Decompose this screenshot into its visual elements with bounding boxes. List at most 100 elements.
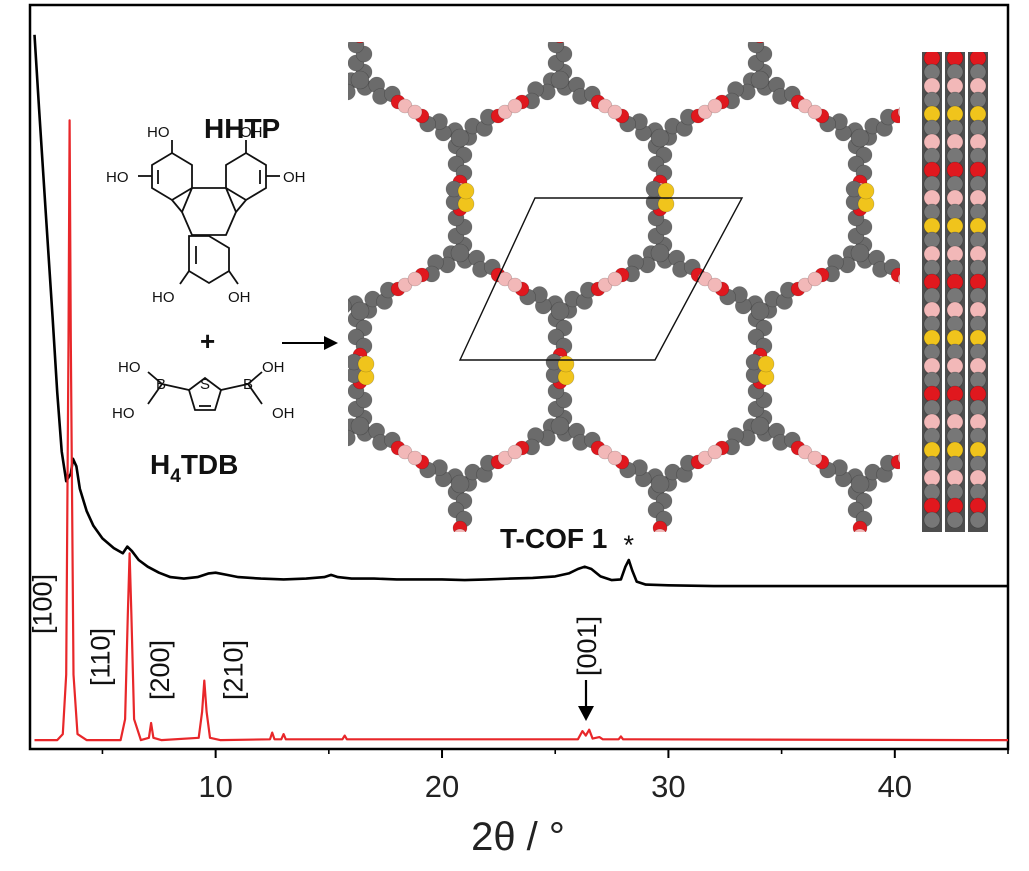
stack-atom-sphere: [923, 287, 941, 305]
h4tdb-oh-top-right: OH: [262, 359, 285, 376]
stack-atom-sphere: [969, 217, 987, 235]
atom-sphere: [315, 95, 329, 109]
atom-sphere: [507, 444, 523, 460]
stack-atom-sphere: [946, 119, 964, 137]
atom-sphere: [308, 445, 322, 459]
stack-atom-sphere: [969, 259, 987, 277]
atom-sphere: [446, 540, 462, 556]
atom-sphere: [407, 271, 423, 287]
atom-sphere: [324, 93, 340, 109]
h4tdb-ho-top-left: HO: [118, 359, 141, 376]
stack-atom-sphere: [969, 77, 987, 95]
stack-atom-sphere: [923, 497, 941, 515]
stack-atom-sphere: [923, 63, 941, 81]
stack-atom-sphere: [946, 189, 964, 207]
atom-sphere: [757, 355, 775, 373]
stack-atom-sphere: [946, 273, 964, 291]
stack-atom-sphere: [969, 511, 987, 529]
stack-atom-sphere: [923, 329, 941, 347]
stack-atom-sphere: [969, 469, 987, 487]
stack-atom-sphere: [946, 399, 964, 417]
x-tick-label: 10: [198, 769, 232, 804]
atom-sphere: [850, 128, 870, 148]
atom-sphere: [358, 10, 374, 26]
stack-atom-sphere: [946, 105, 964, 123]
t-cof-1-structure-model: [308, 8, 962, 558]
stack-atom-sphere: [923, 245, 941, 263]
atom-sphere: [457, 182, 475, 200]
atom-sphere: [707, 277, 723, 293]
experimental-pattern-line: [33, 34, 1008, 588]
hkl-label-200: [200]: [145, 640, 175, 700]
atom-sphere: [558, 10, 574, 26]
atom-sphere: [807, 450, 823, 466]
unit-cell-outline: [458, 197, 744, 361]
atom-sphere: [747, 42, 765, 54]
atom-sphere: [858, 542, 874, 558]
stack-atom-sphere: [946, 455, 964, 473]
hhtp-oh-right: OH: [283, 169, 306, 186]
stack-atom-sphere: [946, 161, 964, 179]
atom-sphere: [607, 271, 623, 287]
stack-atom-sphere: [923, 315, 941, 333]
atom-sphere: [897, 106, 900, 118]
stack-atom-sphere: [946, 245, 964, 263]
stack-atom-sphere: [923, 357, 941, 375]
atom-sphere: [607, 104, 623, 120]
atom-sphere: [853, 528, 867, 532]
atom-sphere: [755, 42, 765, 44]
h4tdb-structure: S B B HO HO OH OH H4TDB: [112, 359, 295, 487]
hhtp-oh-top-left: HO: [147, 124, 170, 141]
atom-sphere: [557, 355, 575, 373]
hkl-label-001: [001]: [572, 616, 602, 676]
atom-sphere: [657, 182, 675, 200]
stack-atom-sphere: [923, 427, 941, 445]
atom-sphere: [407, 104, 423, 120]
stack-atom-sphere: [946, 175, 964, 193]
stack-atom-sphere: [923, 91, 941, 109]
stack-atom-sphere: [946, 133, 964, 151]
atom-sphere: [846, 540, 862, 556]
atom-sphere: [753, 21, 767, 35]
stack-atom-sphere: [946, 385, 964, 403]
x-tick-label: 30: [651, 769, 685, 804]
stack-atom-sphere: [946, 511, 964, 529]
atom-sphere: [346, 8, 362, 24]
atom-sphere: [550, 70, 570, 90]
stack-atom-sphere: [923, 77, 941, 95]
hhtp-oh-left: HO: [106, 169, 129, 186]
atom-sphere: [946, 8, 962, 24]
atom-sphere: [348, 83, 356, 101]
stack-atom-sphere: [946, 315, 964, 333]
stack-atom-sphere: [946, 301, 964, 319]
stack-atom-sphere: [923, 161, 941, 179]
atom-sphere: [650, 243, 670, 263]
stack-atom-sphere: [969, 329, 987, 347]
stack-atom-sphere: [946, 371, 964, 389]
atom-sphere: [758, 10, 774, 26]
atom-sphere: [546, 8, 562, 24]
atom-sphere: [350, 416, 370, 436]
atom-sphere: [348, 42, 365, 54]
stack-atom-sphere: [969, 105, 987, 123]
stack-atom-sphere: [969, 189, 987, 207]
t-cof-1-label: T-COF 1: [500, 523, 607, 554]
atom-sphere: [897, 273, 900, 285]
atom-sphere: [450, 474, 470, 494]
atom-sphere: [328, 82, 344, 98]
atom-sphere: [357, 355, 375, 373]
atom-sphere: [450, 128, 470, 148]
h4tdb-skeleton: [147, 371, 263, 411]
atom-sphere: [332, 287, 348, 303]
stack-atom-sphere: [969, 483, 987, 501]
hkl-label-100: [100]: [28, 574, 58, 634]
atom-sphere: [850, 243, 870, 263]
impurity-asterisk: *: [624, 530, 635, 560]
atom-sphere: [353, 21, 367, 35]
stack-atom-sphere: [946, 357, 964, 375]
atom-sphere: [807, 104, 823, 120]
stack-atom-sphere: [969, 245, 987, 263]
hhtp-label: HHTP: [204, 113, 280, 144]
